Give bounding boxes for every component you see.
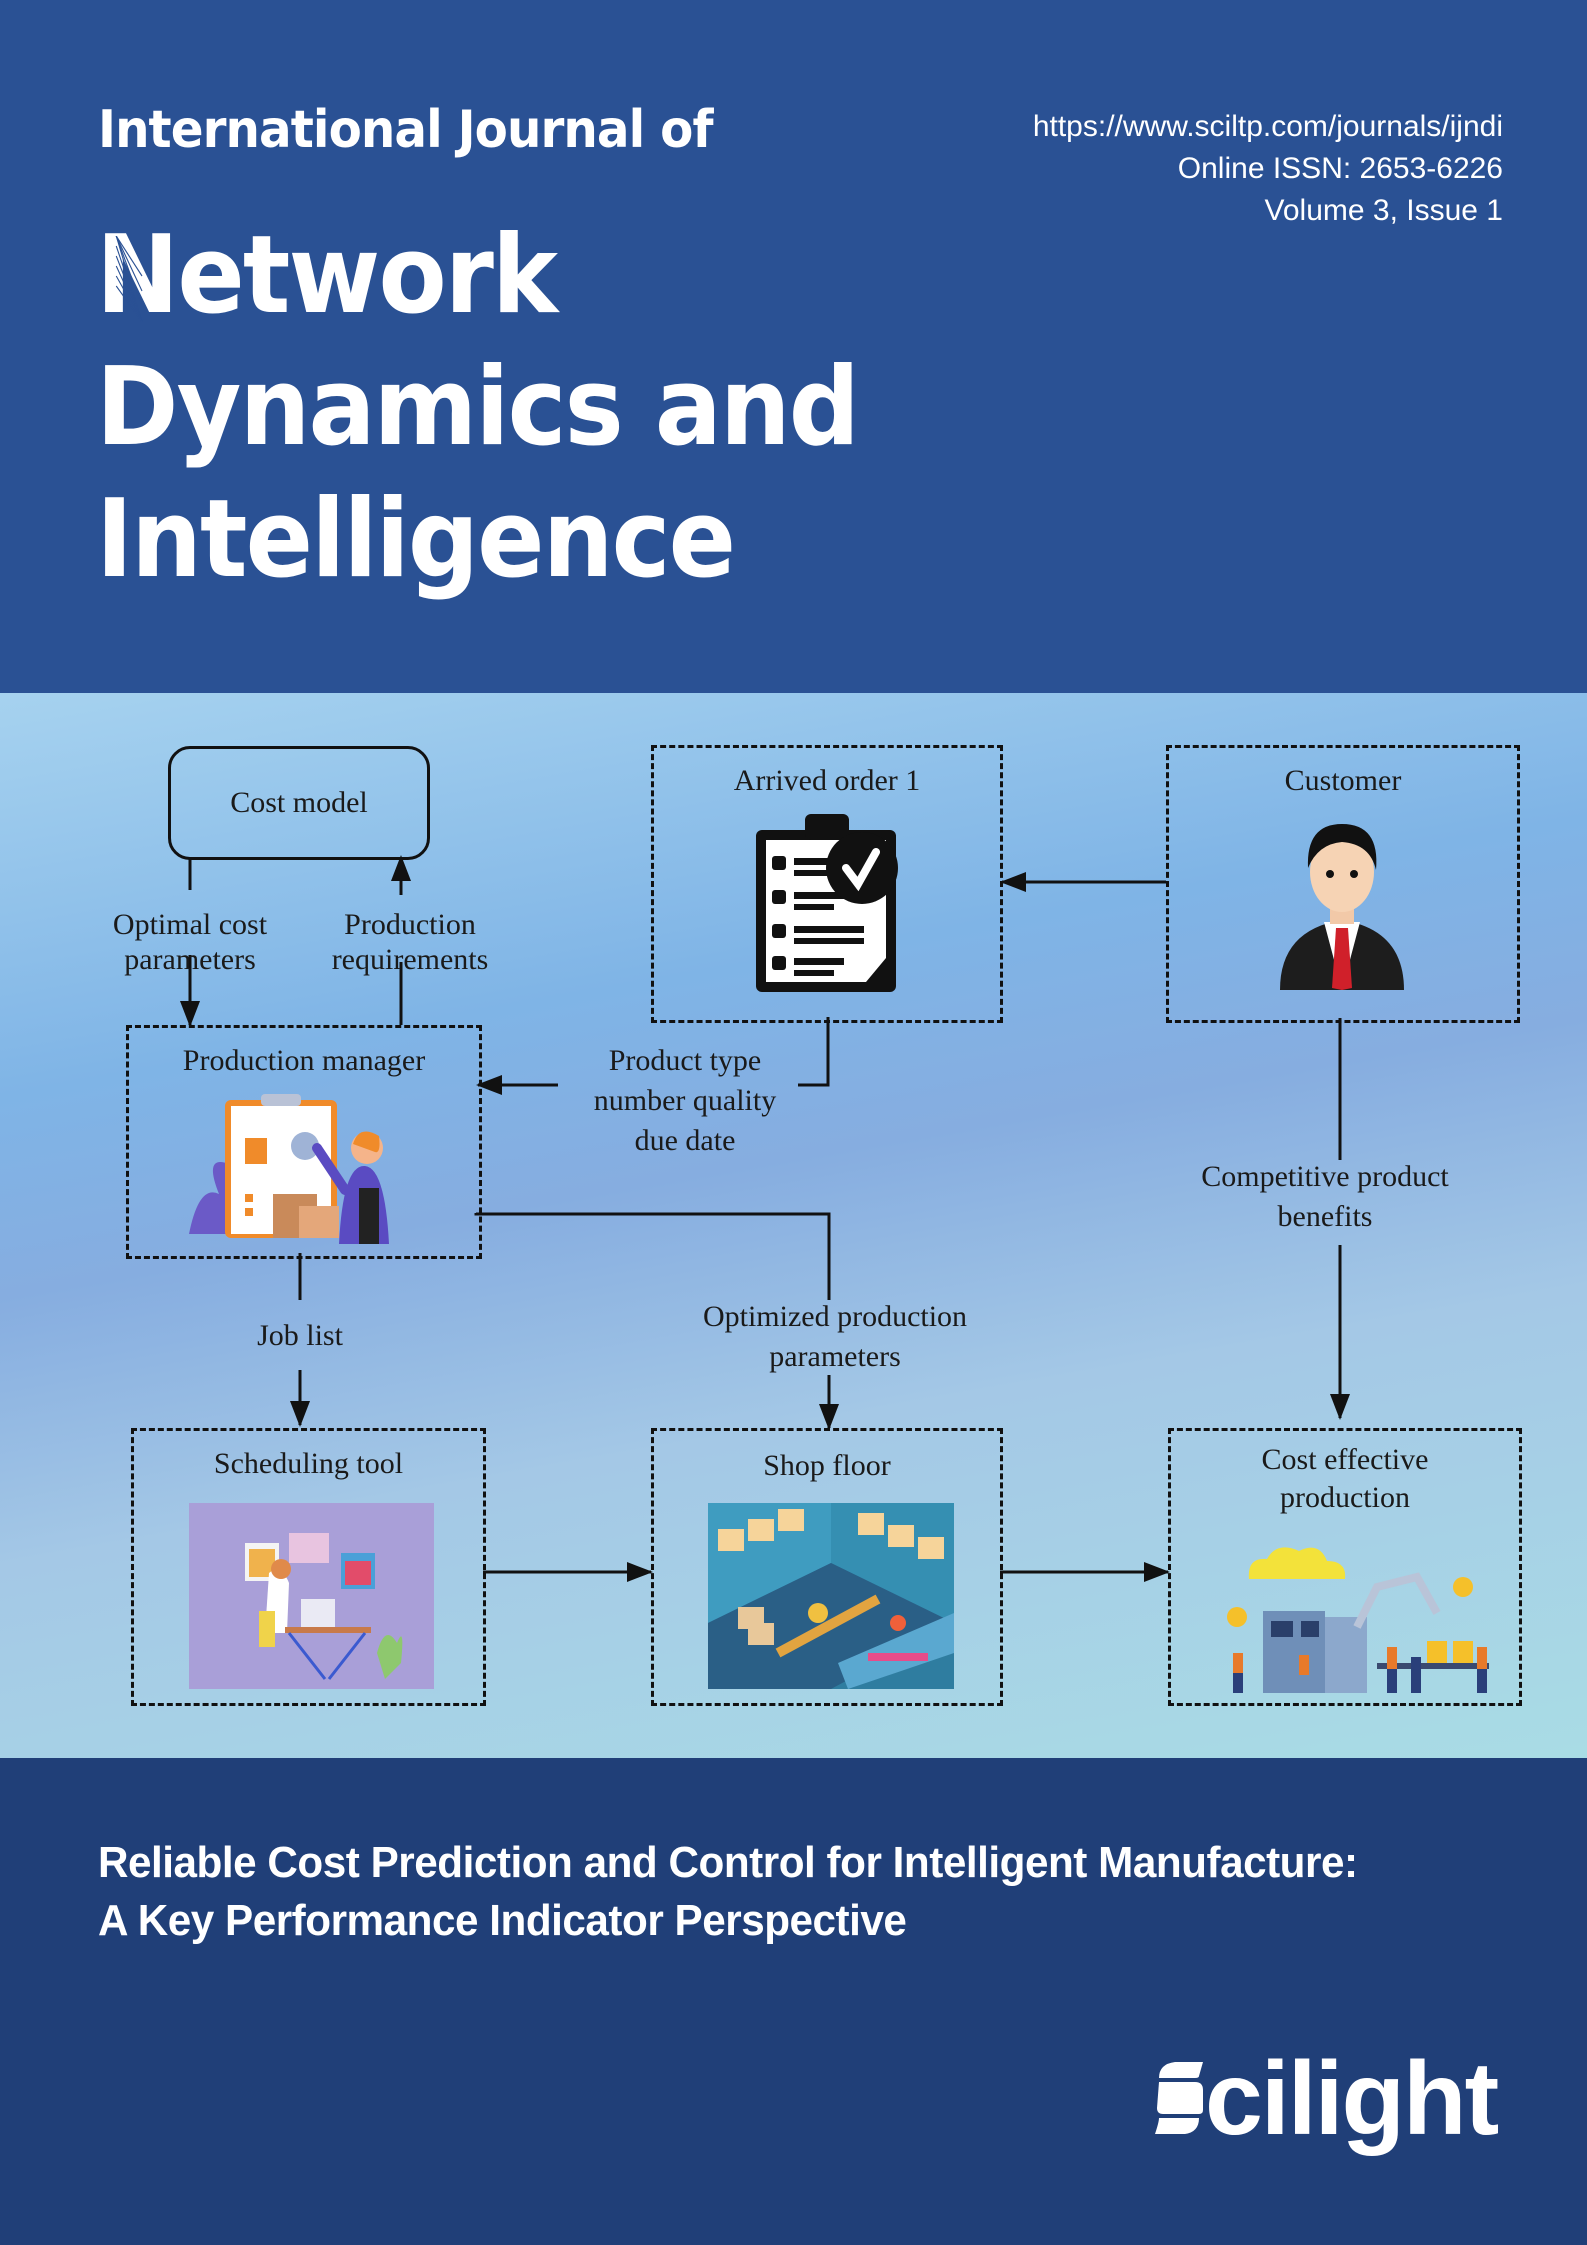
edge-optimized-top [474, 1212, 831, 1300]
volume-issue-text: Volume 3, Issue 1 [1264, 194, 1503, 227]
label-competitive-benefits: Competitive product benefits [1201, 1160, 1449, 1233]
article-title: Reliable Cost Prediction and Control for… [98, 1838, 1358, 1945]
scilight-logo-icon [1155, 2062, 1203, 2134]
journal-meta: https://www.sciltp.com/journals/ijndi On… [1033, 106, 1503, 232]
issn-text: Online ISSN: 2653-6226 [1177, 152, 1503, 185]
publisher-logo-text: cilight [1205, 2041, 1499, 2157]
journal-prefix: International Journal of [98, 100, 713, 160]
shop-floor-node[interactable]: Shop floor [651, 1428, 1003, 1706]
cover-footer [0, 1758, 1587, 2245]
customer-node[interactable]: Customer [1166, 745, 1520, 1023]
factory-automation-illustration [1227, 1547, 1489, 1693]
label-optimal-cost: Optimal cost parameters [112, 908, 268, 976]
journal-url-link[interactable]: https://www.sciltp.com/journals/ijndi [1032, 110, 1503, 143]
scheduling-illustration [189, 1503, 434, 1689]
edge-order-details-top [798, 1017, 830, 1087]
network-n-letter-icon: N [96, 213, 179, 338]
label-job-list: Job list [257, 1319, 343, 1352]
scheduling-tool-node[interactable]: Scheduling tool [131, 1428, 486, 1706]
label-optimized-params: Optimized production parameters [702, 1300, 968, 1373]
label-production-requirements: Production requirements [331, 908, 489, 976]
arrived-order-node[interactable]: Arrived order 1 [651, 745, 1003, 1023]
label-order-details: Product type number quality due date [593, 1044, 777, 1157]
cost-model-node[interactable]: Cost model [168, 746, 430, 860]
manager-clipboard-illustration [189, 1094, 389, 1244]
cover-header [0, 0, 1587, 693]
checklist-clipboard-icon [756, 814, 898, 992]
cost-effective-production-node[interactable]: Cost effective production [1168, 1428, 1522, 1706]
customer-avatar-icon [1280, 824, 1404, 990]
shop-floor-illustration [708, 1503, 954, 1689]
production-manager-node[interactable]: Production manager [126, 1025, 482, 1259]
